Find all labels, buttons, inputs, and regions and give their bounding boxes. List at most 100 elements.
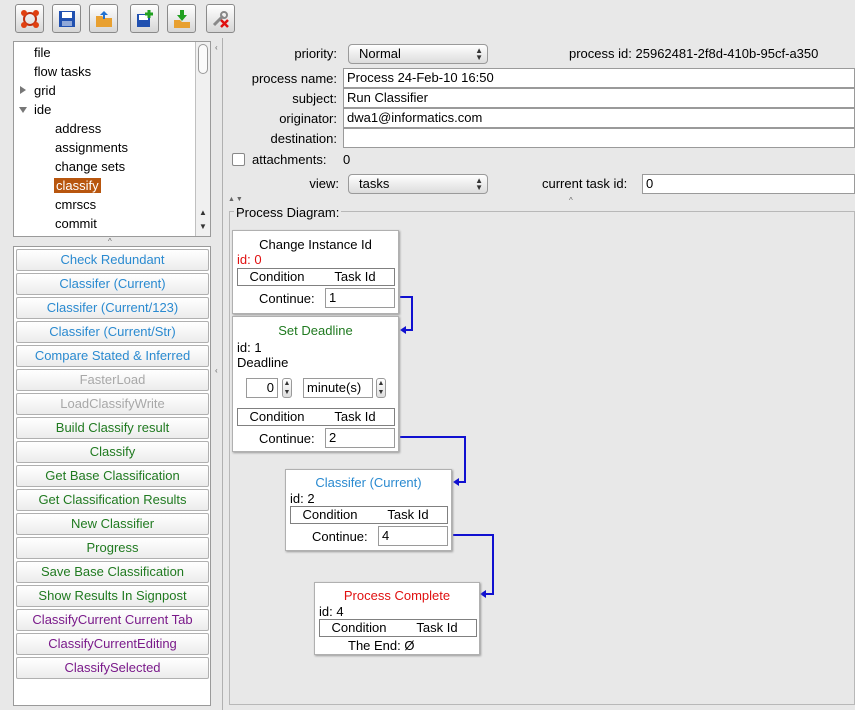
subject-field[interactable]: Run Classifier — [343, 88, 855, 108]
arrowhead-icon — [480, 590, 486, 598]
continue-field[interactable]: 2 — [325, 428, 395, 448]
taskid-header: Task Id — [334, 409, 376, 424]
task-button-compare-stated-inferred[interactable]: Compare Stated & Inferred — [16, 345, 209, 367]
condition-header: Condition — [331, 620, 387, 635]
task-button-get-base-classification[interactable]: Get Base Classification — [16, 465, 209, 487]
destination-label: destination: — [270, 131, 338, 146]
tools-cancel-icon — [212, 10, 229, 28]
spinner-arrows-icon: ▲▼ — [377, 380, 385, 396]
tree-item-cmrscs[interactable]: cmrscs — [55, 197, 97, 212]
process-id-label: process id: 25962481-2f8d-410b-95cf-a350 — [569, 46, 818, 61]
split-handle-icon[interactable]: ^ — [569, 196, 573, 205]
task-button-save-base-classification[interactable]: Save Base Classification — [16, 561, 209, 583]
split-handle-icon[interactable]: ▲▼ — [228, 196, 244, 203]
task-button-classifycurrent-current-tab[interactable]: ClassifyCurrent Current Tab — [16, 609, 209, 631]
node-id: id: 0 — [237, 252, 262, 267]
condition-table-header: Condition Task Id — [237, 268, 395, 286]
taskid-header: Task Id — [334, 269, 376, 284]
task-button-get-classification-results[interactable]: Get Classification Results — [16, 489, 209, 511]
task-button-classifyselected[interactable]: ClassifySelected — [16, 657, 209, 679]
download-icon — [173, 9, 190, 28]
diagram-node-2[interactable]: Classifer (Current) id: 2 Condition Task… — [285, 469, 452, 551]
deadline-label: Deadline — [237, 355, 289, 370]
priority-combo[interactable]: Normal ▲▼ — [348, 44, 488, 64]
task-button-fasterload[interactable]: FasterLoad — [16, 369, 209, 391]
process-name-label: process name: — [251, 71, 337, 86]
node-title: Change Instance Id — [259, 237, 372, 252]
unit-spinner[interactable]: ▲▼ — [376, 378, 386, 398]
save-icon — [58, 10, 75, 27]
process-network-button[interactable] — [15, 4, 44, 33]
continue-field[interactable]: 4 — [378, 526, 448, 546]
task-button-show-results-in-signpost[interactable]: Show Results In Signpost — [16, 585, 209, 607]
scroll-up-arrow-icon[interactable]: ▲ — [199, 208, 207, 217]
diagram-title: Process Diagram: — [234, 205, 342, 220]
connector-1-2 — [400, 436, 466, 483]
tree-item-classify[interactable]: classify — [54, 178, 101, 193]
originator-label: originator: — [279, 111, 337, 126]
diagram-node-0[interactable]: Change Instance Id id: 0 Condition Task … — [232, 230, 399, 314]
task-button-classifycurrentediting[interactable]: ClassifyCurrentEditing — [16, 633, 209, 655]
expand-triangle-icon[interactable] — [20, 86, 26, 94]
condition-header: Condition — [249, 409, 305, 424]
task-button-classify[interactable]: Classify — [16, 441, 209, 463]
condition-table-header: Condition Task Id — [290, 506, 448, 524]
taskid-header: Task Id — [416, 620, 458, 635]
split-handle-icon[interactable]: ^ — [108, 237, 112, 246]
collapse-triangle-icon[interactable] — [19, 107, 27, 113]
connector-0-1 — [400, 296, 413, 331]
deadline-amount-field[interactable]: 0 — [246, 378, 278, 398]
tree-item-ide[interactable]: ide — [34, 102, 52, 117]
continue-field[interactable]: 1 — [325, 288, 395, 308]
open-button[interactable] — [89, 4, 118, 33]
arrowhead-icon — [400, 326, 406, 334]
download-button[interactable] — [167, 4, 196, 33]
node-title: Classifer (Current) — [315, 475, 422, 490]
tree-item-file[interactable]: file — [34, 45, 51, 60]
save-button[interactable] — [52, 4, 81, 33]
process-id-label-text: process id: — [569, 46, 632, 61]
task-button-progress[interactable]: Progress — [16, 537, 209, 559]
split-left-icon[interactable]: ‹ — [215, 43, 218, 52]
tree-item-commit[interactable]: commit — [55, 216, 97, 231]
task-button-loadclassifywrite[interactable]: LoadClassifyWrite — [16, 393, 209, 415]
deadline-spinner[interactable]: ▲▼ — [282, 378, 292, 398]
tree-item-assignments[interactable]: assignments — [55, 140, 128, 155]
node-id: id: 4 — [319, 604, 344, 619]
attachments-label: attachments: — [252, 152, 327, 167]
view-combo[interactable]: tasks ▲▼ — [348, 174, 488, 194]
condition-header: Condition — [249, 269, 305, 284]
tree-item-address[interactable]: address — [55, 121, 102, 136]
taskid-header: Task Id — [387, 507, 429, 522]
task-button-classifer-current[interactable]: Classifer (Current) — [16, 273, 209, 295]
task-button-new-classifier[interactable]: New Classifier — [16, 513, 209, 535]
tree-item-grid[interactable]: grid — [34, 83, 56, 98]
task-button-check-redundant[interactable]: Check Redundant — [16, 249, 209, 271]
tree-item-change-sets[interactable]: change sets — [55, 159, 126, 174]
toolbar — [0, 0, 855, 38]
subject-label: subject: — [292, 91, 337, 106]
save-add-button[interactable] — [130, 4, 159, 33]
deadline-unit-field[interactable]: minute(s) — [303, 378, 373, 398]
scroll-down-arrow-icon[interactable]: ▼ — [199, 222, 207, 231]
task-button-classifer-current-str[interactable]: Classifer (Current/Str) — [16, 321, 209, 343]
connector-2-4 — [453, 534, 494, 595]
condition-table-header: Condition Task Id — [237, 408, 395, 426]
continue-label: Continue: — [259, 431, 315, 446]
task-button-build-classify-result[interactable]: Build Classify result — [16, 417, 209, 439]
diagram-node-1[interactable]: Set Deadline id: 1 Deadline 0 ▲▼ minute(… — [232, 316, 399, 452]
tree-item-flow-tasks[interactable]: flow tasks — [34, 64, 92, 79]
split-left-icon[interactable]: ‹ — [215, 366, 218, 375]
attachments-count: 0 — [343, 152, 351, 167]
tools-cancel-button[interactable] — [206, 4, 235, 33]
attachments-checkbox[interactable] — [232, 153, 245, 166]
originator-field[interactable]: dwa1@informatics.com — [343, 108, 855, 128]
tree-scrollbar[interactable]: ▲ ▼ — [195, 42, 210, 236]
continue-label: Continue: — [312, 529, 368, 544]
scroll-thumb[interactable] — [198, 44, 208, 74]
task-button-classifer-current-123[interactable]: Classifer (Current/123) — [16, 297, 209, 319]
condition-header: Condition — [302, 507, 358, 522]
diagram-node-4[interactable]: Process Complete id: 4 Condition Task Id… — [314, 582, 480, 655]
